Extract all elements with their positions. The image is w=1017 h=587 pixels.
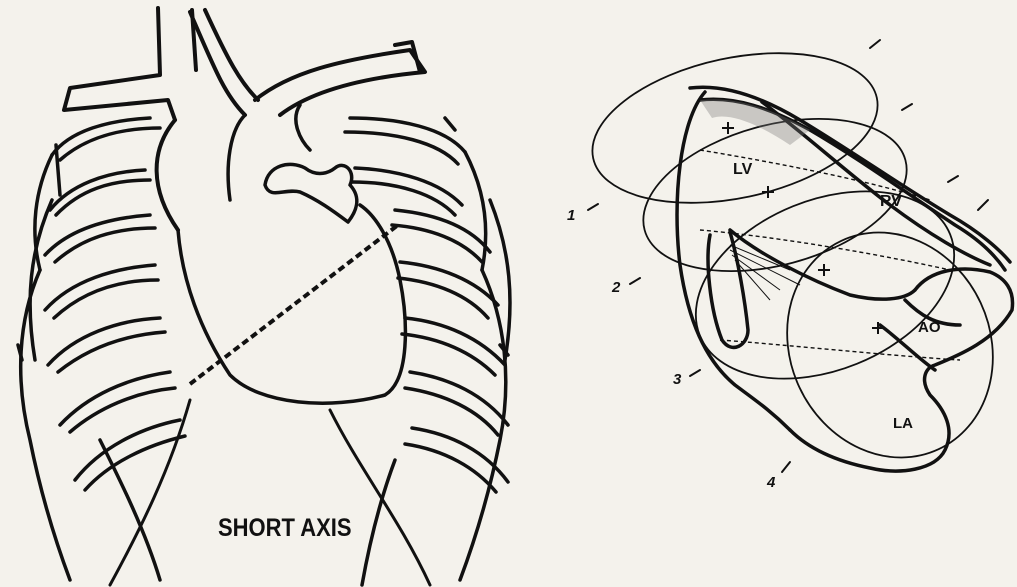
plane-ellipses [579,29,1017,491]
septum-shading [700,99,810,145]
plane-number-3: 3 [673,371,682,388]
short-axis-caption: SHORT AXIS [218,515,352,543]
heart-section [677,87,1013,471]
plane-number-4: 4 [766,474,776,491]
label-la: LA [893,415,913,432]
label-lv: LV [733,161,753,178]
heart-outline [178,105,405,403]
plane-number-2: 2 [611,279,621,296]
label-ao: AO [918,319,941,336]
label-rv: RV [880,193,902,210]
short-axis-line [190,225,398,384]
heart-planes-figure: LV RV AO LA 1 2 3 4 [567,29,1017,491]
plane-ticks [588,40,988,472]
plane-number-1: 1 [567,207,575,224]
right-ribs [345,118,510,585]
diaphragm [110,400,430,585]
rib-cage-figure: SHORT AXIS [18,8,510,585]
